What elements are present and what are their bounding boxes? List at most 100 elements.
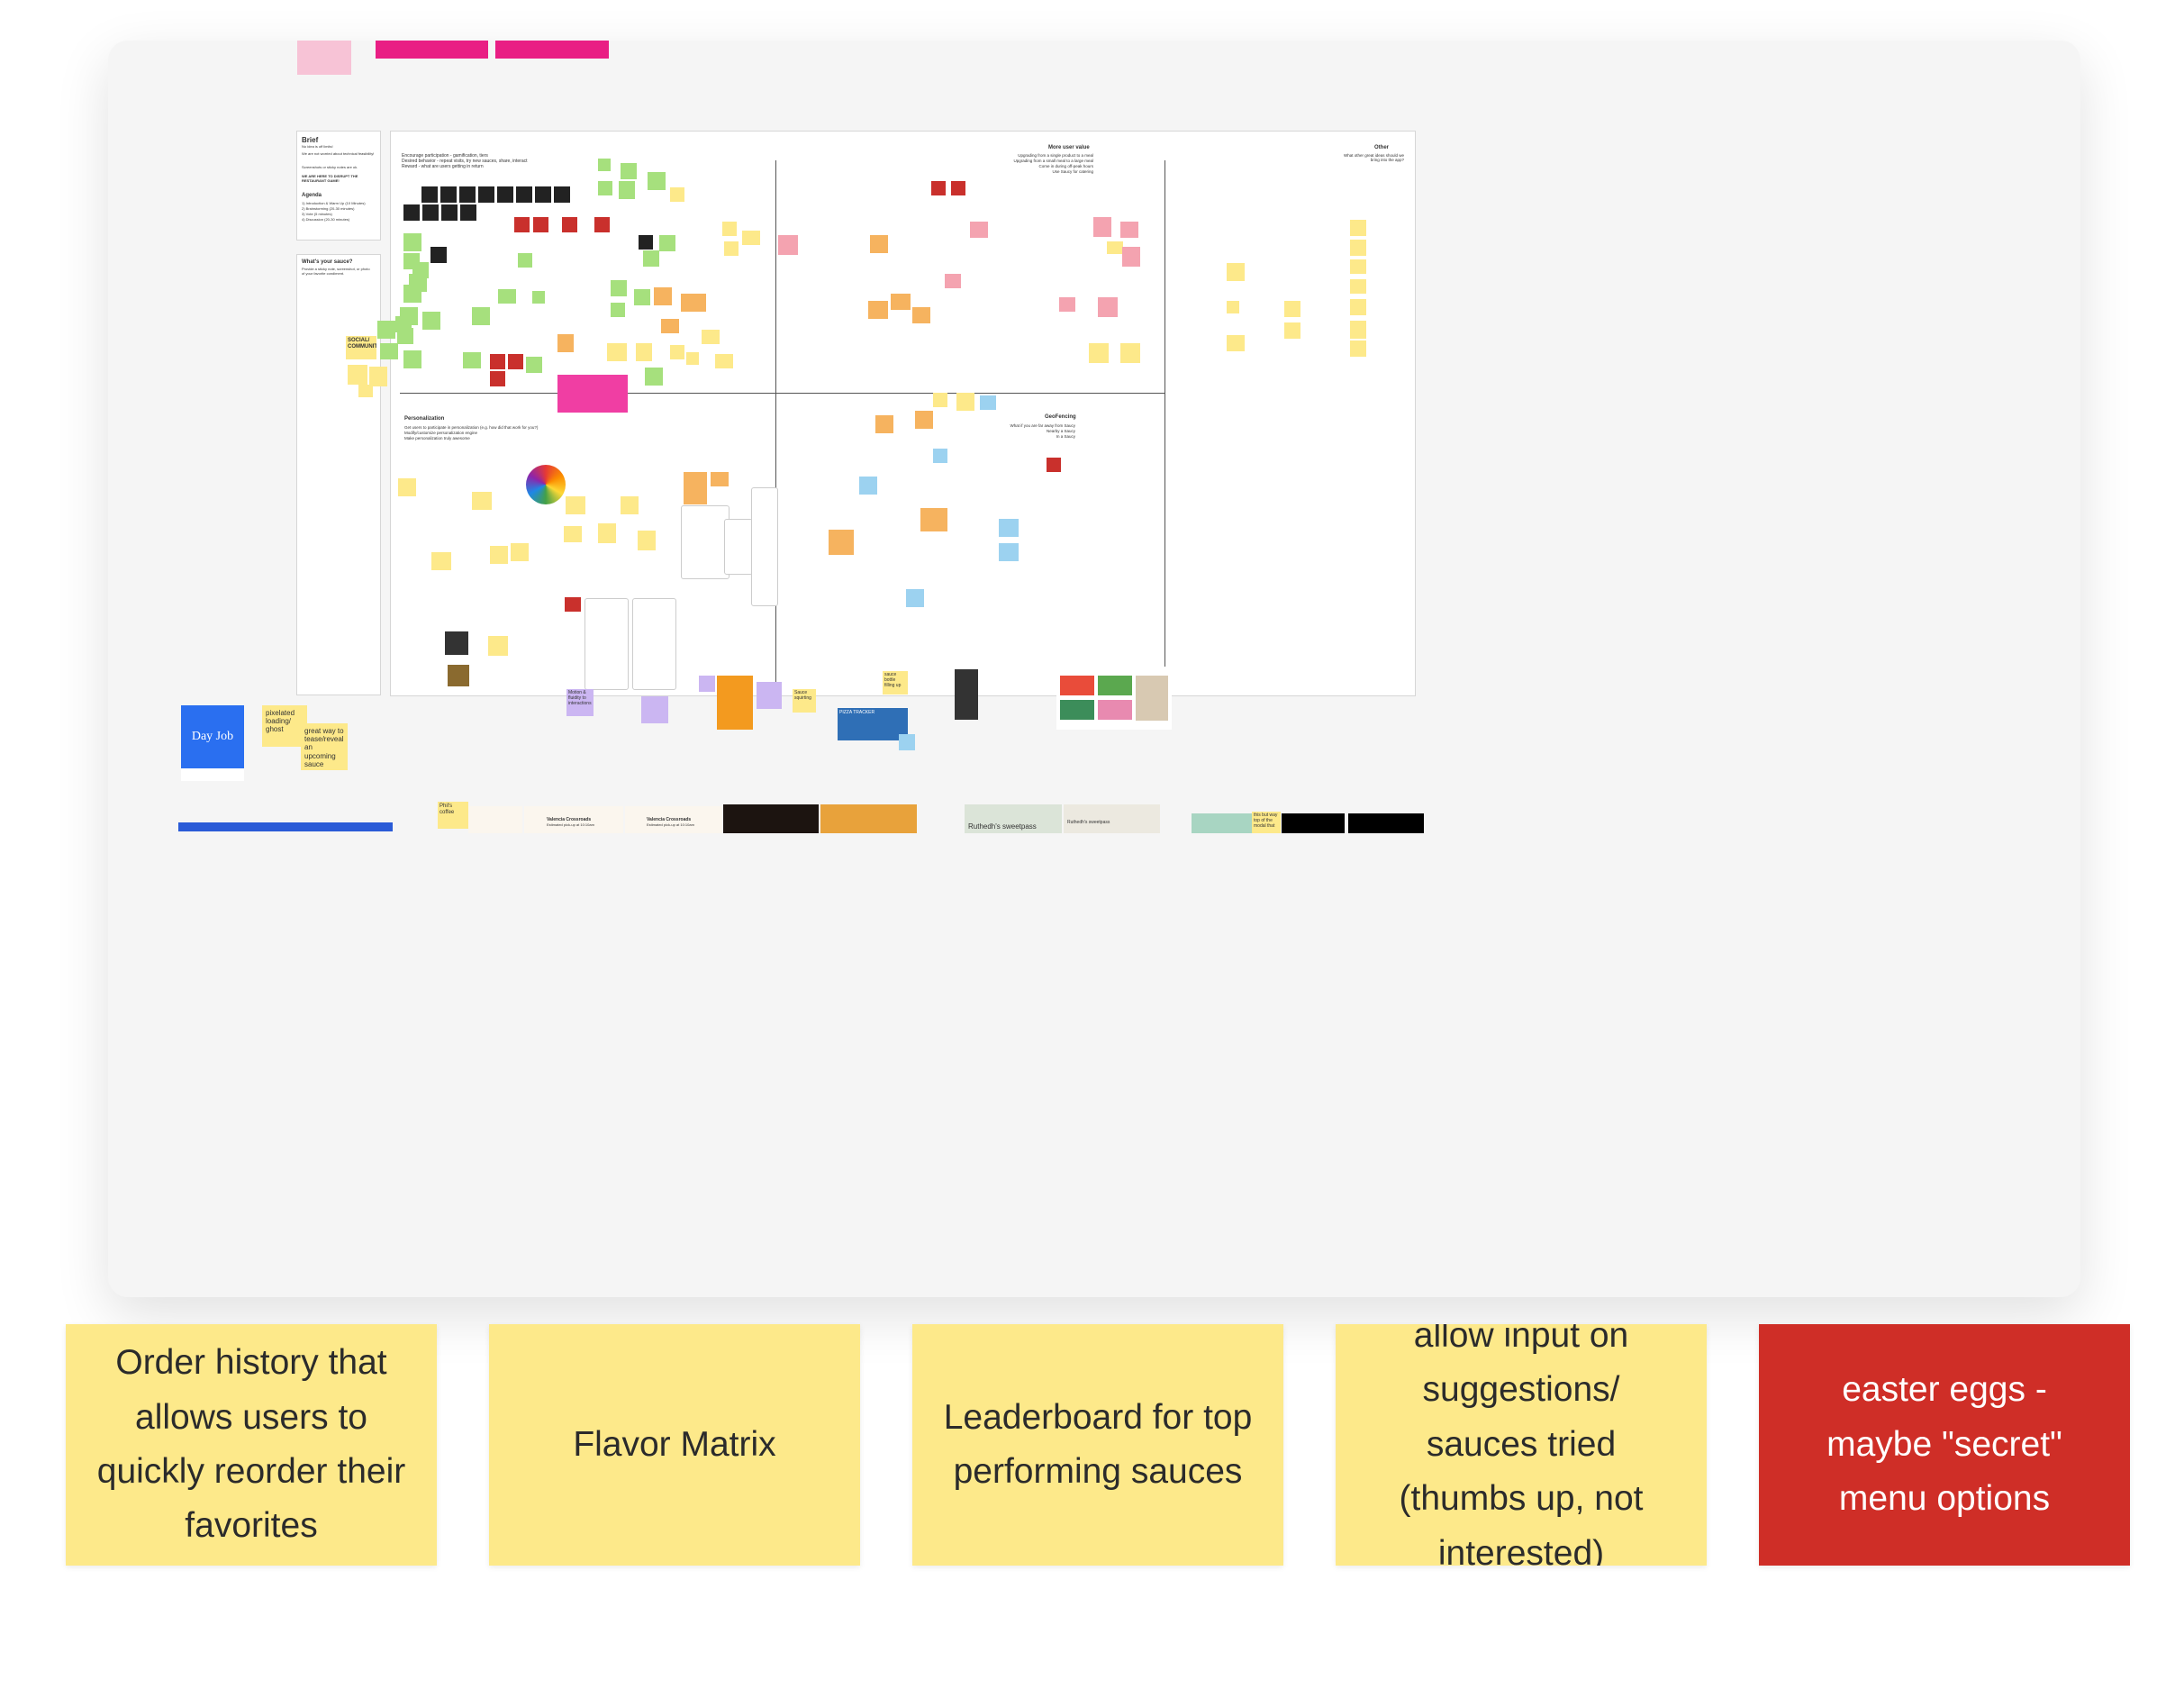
sticky-note[interactable] <box>638 531 656 550</box>
sticky-note[interactable] <box>621 163 637 179</box>
sticky-note[interactable] <box>565 597 581 612</box>
sticky-note[interactable] <box>459 186 476 203</box>
sticky-note[interactable] <box>1107 241 1123 254</box>
sticky-note[interactable] <box>699 676 715 692</box>
sticky-note[interactable] <box>868 301 888 319</box>
motion-note[interactable]: Motion & fluidity to interactions <box>566 689 594 716</box>
sticky-note[interactable] <box>463 352 481 368</box>
sticky-note[interactable] <box>498 289 516 304</box>
sticky-note[interactable] <box>742 231 760 245</box>
sticky-note[interactable] <box>829 530 854 555</box>
sticky-note[interactable] <box>724 241 739 256</box>
sticky-note[interactable] <box>757 682 782 709</box>
sticky-note[interactable] <box>715 354 733 368</box>
sticky-note[interactable] <box>598 523 616 543</box>
sticky-note[interactable] <box>403 350 421 368</box>
sticky-note[interactable] <box>564 526 582 542</box>
suggestions-input-note[interactable]: allow input on suggestions/ sauces tried… <box>1336 1324 1707 1566</box>
sticky-note[interactable] <box>648 172 666 190</box>
sticky-note[interactable] <box>931 181 946 195</box>
sticky-note[interactable] <box>1350 341 1366 357</box>
leaderboard-note[interactable]: Leaderboard for top performing sauces <box>912 1324 1283 1566</box>
social-community-note[interactable]: SOCIAL/ COMMUNITY <box>346 336 376 359</box>
sticky-note[interactable] <box>611 280 627 296</box>
sticky-note[interactable] <box>951 181 965 195</box>
sticky-note[interactable] <box>722 222 737 236</box>
sticky-note[interactable] <box>1284 301 1300 317</box>
sticky-note[interactable] <box>654 287 672 305</box>
sticky-note[interactable] <box>670 345 684 359</box>
sticky-note[interactable] <box>412 262 429 278</box>
sticky-note[interactable] <box>980 395 996 410</box>
sauce-bottle-note[interactable]: sauce bottle filling up <box>883 671 908 695</box>
modal-note[interactable]: this but way top of the modal that <box>1252 812 1281 833</box>
sticky-note[interactable] <box>532 291 545 304</box>
sticky-note[interactable] <box>870 235 888 253</box>
sticky-note[interactable] <box>472 307 490 325</box>
sticky-note[interactable] <box>1120 343 1140 363</box>
sticky-note[interactable] <box>607 343 627 361</box>
whiteboard-canvas[interactable]: Brief No idea is off limits! We are not … <box>108 41 2080 1297</box>
brief-frame[interactable]: Brief No idea is off limits! We are not … <box>296 131 381 241</box>
sticky-note[interactable] <box>702 330 720 344</box>
sticky-note[interactable] <box>369 367 387 386</box>
sticky-note[interactable] <box>557 375 628 413</box>
sticky-note[interactable] <box>497 186 513 203</box>
sticky-note[interactable] <box>875 415 893 433</box>
sticky-note[interactable] <box>348 365 367 385</box>
sticky-note[interactable] <box>508 354 523 369</box>
sticky-note[interactable] <box>1350 240 1366 256</box>
sticky-note[interactable] <box>686 352 699 365</box>
sticky-note[interactable] <box>1350 299 1366 315</box>
sticky-note[interactable] <box>1093 217 1111 237</box>
sauce-prompt-frame[interactable]: What's your sauce? Provide a sticky note… <box>296 254 381 695</box>
sticky-note[interactable] <box>912 307 930 323</box>
sticky-note[interactable] <box>999 519 1019 537</box>
sticky-note[interactable] <box>518 253 532 268</box>
sticky-note[interactable] <box>915 411 933 429</box>
sticky-note[interactable] <box>554 186 570 203</box>
sticky-note[interactable] <box>659 235 675 251</box>
sticky-note[interactable] <box>598 159 611 171</box>
sticky-note[interactable] <box>440 186 457 203</box>
sticky-note[interactable] <box>358 385 373 397</box>
pixelated-note[interactable]: pixelated loading/ ghost <box>262 705 307 747</box>
sticky-note[interactable] <box>641 696 668 723</box>
sticky-note[interactable] <box>557 334 574 352</box>
flavor-matrix-note[interactable]: Flavor Matrix <box>489 1324 860 1566</box>
sticky-note[interactable] <box>933 449 947 463</box>
sticky-note[interactable] <box>535 186 551 203</box>
sticky-note[interactable] <box>460 204 476 221</box>
sticky-note[interactable] <box>1227 301 1239 313</box>
sticky-note[interactable] <box>516 186 532 203</box>
tease-note[interactable]: great way to tease/reveal an upcoming sa… <box>301 723 348 770</box>
sticky-note[interactable] <box>598 181 612 195</box>
order-history-note[interactable]: Order history that allows users to quick… <box>66 1324 437 1566</box>
sticky-note[interactable] <box>511 543 529 561</box>
sticky-note[interactable] <box>661 319 679 333</box>
sticky-note[interactable] <box>533 217 548 232</box>
sauce-squirting-note[interactable]: Sauce squirting <box>793 689 816 713</box>
easter-eggs-note[interactable]: easter eggs - maybe "secret" menu option… <box>1759 1324 2130 1566</box>
sticky-note[interactable] <box>490 354 505 369</box>
sticky-note[interactable] <box>478 186 494 203</box>
sticky-note[interactable] <box>899 734 915 750</box>
sticky-note[interactable] <box>920 508 947 531</box>
sticky-note[interactable] <box>634 289 650 305</box>
sticky-note[interactable] <box>422 312 440 330</box>
sticky-note[interactable] <box>431 552 451 570</box>
sticky-note[interactable] <box>472 492 492 510</box>
sticky-note[interactable] <box>1350 220 1366 236</box>
sticky-note[interactable] <box>636 343 652 361</box>
sticky-note[interactable] <box>430 247 447 263</box>
sticky-note[interactable] <box>490 371 505 386</box>
sticky-note[interactable] <box>422 204 439 221</box>
sticky-note[interactable] <box>526 357 542 373</box>
sticky-note[interactable] <box>594 217 610 232</box>
sticky-note[interactable] <box>403 233 421 251</box>
sticky-note[interactable] <box>970 222 988 238</box>
phils-coffee-note[interactable]: Phil's coffee <box>438 802 468 829</box>
sticky-note[interactable] <box>421 186 438 203</box>
sticky-note[interactable] <box>891 294 911 310</box>
sticky-note[interactable] <box>681 294 706 312</box>
